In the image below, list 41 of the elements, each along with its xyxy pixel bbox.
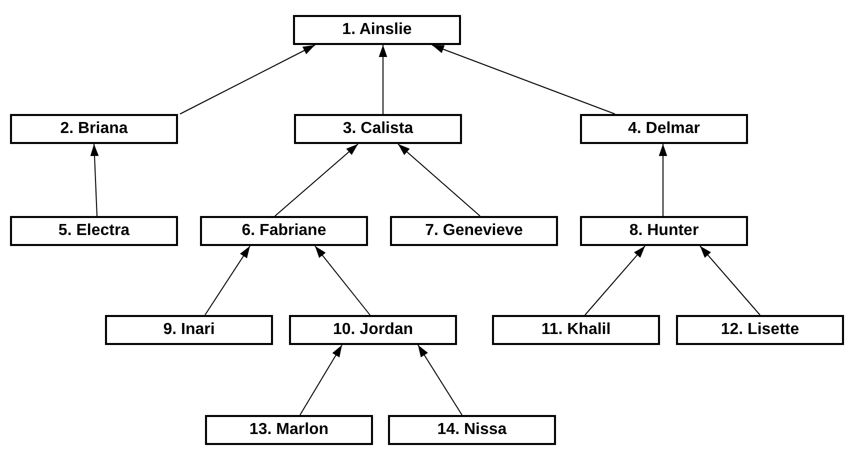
name-box	[205, 415, 373, 445]
name-box	[492, 315, 660, 345]
name-box	[676, 315, 844, 345]
name-box	[10, 216, 178, 246]
person-name: 8. Hunter	[629, 222, 699, 240]
name-box	[289, 315, 457, 345]
name-box	[200, 216, 368, 246]
name-box	[10, 114, 178, 144]
arrow	[314, 246, 370, 316]
person-name: 9. Inari	[163, 321, 215, 339]
arrow	[658, 144, 668, 216]
arrow	[300, 344, 342, 416]
person-name: 5. Electra	[58, 222, 130, 240]
person-name: 2. Briana	[60, 120, 128, 138]
arrow	[180, 44, 316, 114]
arrow	[274, 144, 358, 216]
person-name: 7. Genevieve	[425, 222, 523, 240]
arrow	[90, 144, 99, 216]
arrow	[584, 246, 646, 316]
person-name: 1. Ainslie	[342, 21, 412, 39]
name-box	[580, 216, 748, 246]
name-box	[390, 216, 558, 246]
arrow	[378, 44, 388, 114]
arrow	[432, 44, 616, 114]
name-box	[293, 15, 461, 45]
person-name: 12. Lisette	[720, 321, 800, 339]
name-box	[580, 114, 748, 144]
arrow	[398, 144, 480, 216]
person-name: 10. Jordan	[332, 321, 414, 339]
person-name: 3. Calista	[342, 120, 414, 138]
person-name: 14. Nissa	[437, 421, 507, 439]
arrow	[204, 246, 250, 316]
person-name: 4. Delmar	[628, 120, 700, 138]
name-box	[105, 315, 273, 345]
arrow	[700, 246, 760, 316]
arrow	[418, 344, 462, 416]
person-name: 13. Marlon	[249, 421, 329, 439]
person-name: 11. Khalil	[541, 321, 611, 339]
name-box	[388, 415, 556, 445]
name-box	[294, 114, 462, 144]
person-name: 6. Fabriane	[242, 222, 326, 240]
